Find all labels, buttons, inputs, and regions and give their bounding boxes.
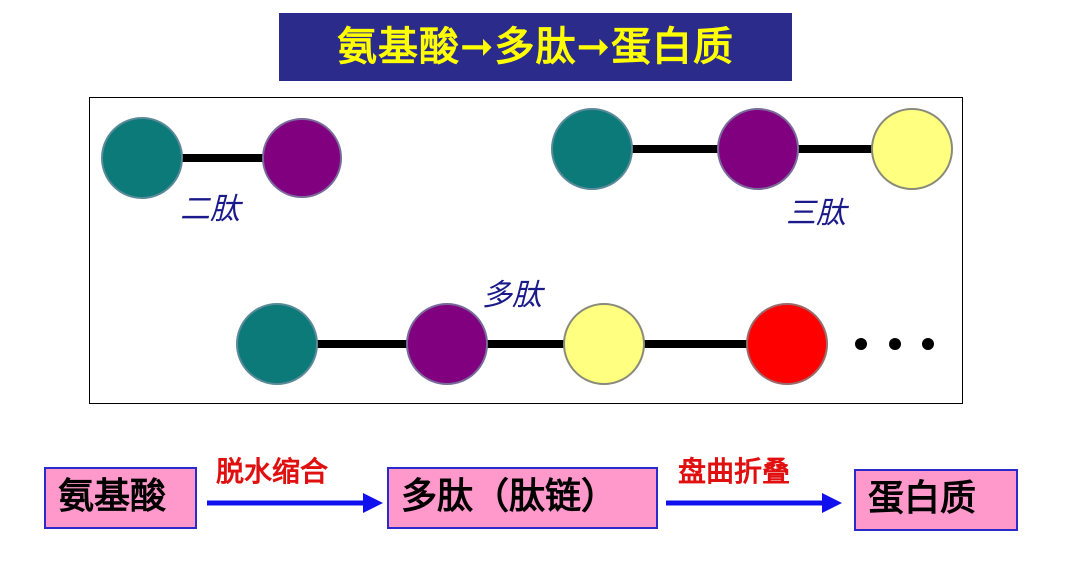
amino-acid-teal	[236, 303, 318, 385]
amino-acid-box: 氨基酸	[44, 467, 197, 529]
dipeptide-chain	[101, 117, 342, 199]
amino-acid-purple	[262, 118, 342, 198]
peptide-diagram	[101, 108, 953, 385]
dehydration-condensation-label: 脱水缩合	[216, 455, 329, 488]
tripeptide-chain	[551, 108, 953, 190]
peptide-diagram-panel: 二肽 三肽 多肽	[89, 97, 963, 404]
dipeptide-label: 二肽	[180, 192, 240, 227]
amino-acid-yellow	[563, 303, 645, 385]
continuation-dot	[889, 338, 901, 350]
polypeptide-label: 多肽	[482, 278, 542, 313]
page-title: 氨基酸➞多肽➞蛋白质	[279, 13, 792, 81]
polypeptide-box: 多肽（肽链）	[387, 467, 658, 529]
tripeptide-label: 三肽	[786, 196, 846, 231]
right-arrow-icon	[207, 493, 383, 513]
amino-acid-purple	[717, 108, 799, 190]
continuation-dot	[855, 338, 867, 350]
amino-acid-red	[746, 303, 828, 385]
amino-acid-teal	[551, 108, 633, 190]
right-arrow-icon	[666, 493, 842, 513]
protein-box: 蛋白质	[854, 469, 1018, 531]
folding-label: 盘曲折叠	[678, 455, 791, 488]
continuation-dot	[922, 338, 934, 350]
amino-acid-teal	[101, 117, 183, 199]
polypeptide-chain	[236, 303, 934, 385]
amino-acid-purple	[406, 303, 488, 385]
amino-acid-yellow	[871, 108, 953, 190]
